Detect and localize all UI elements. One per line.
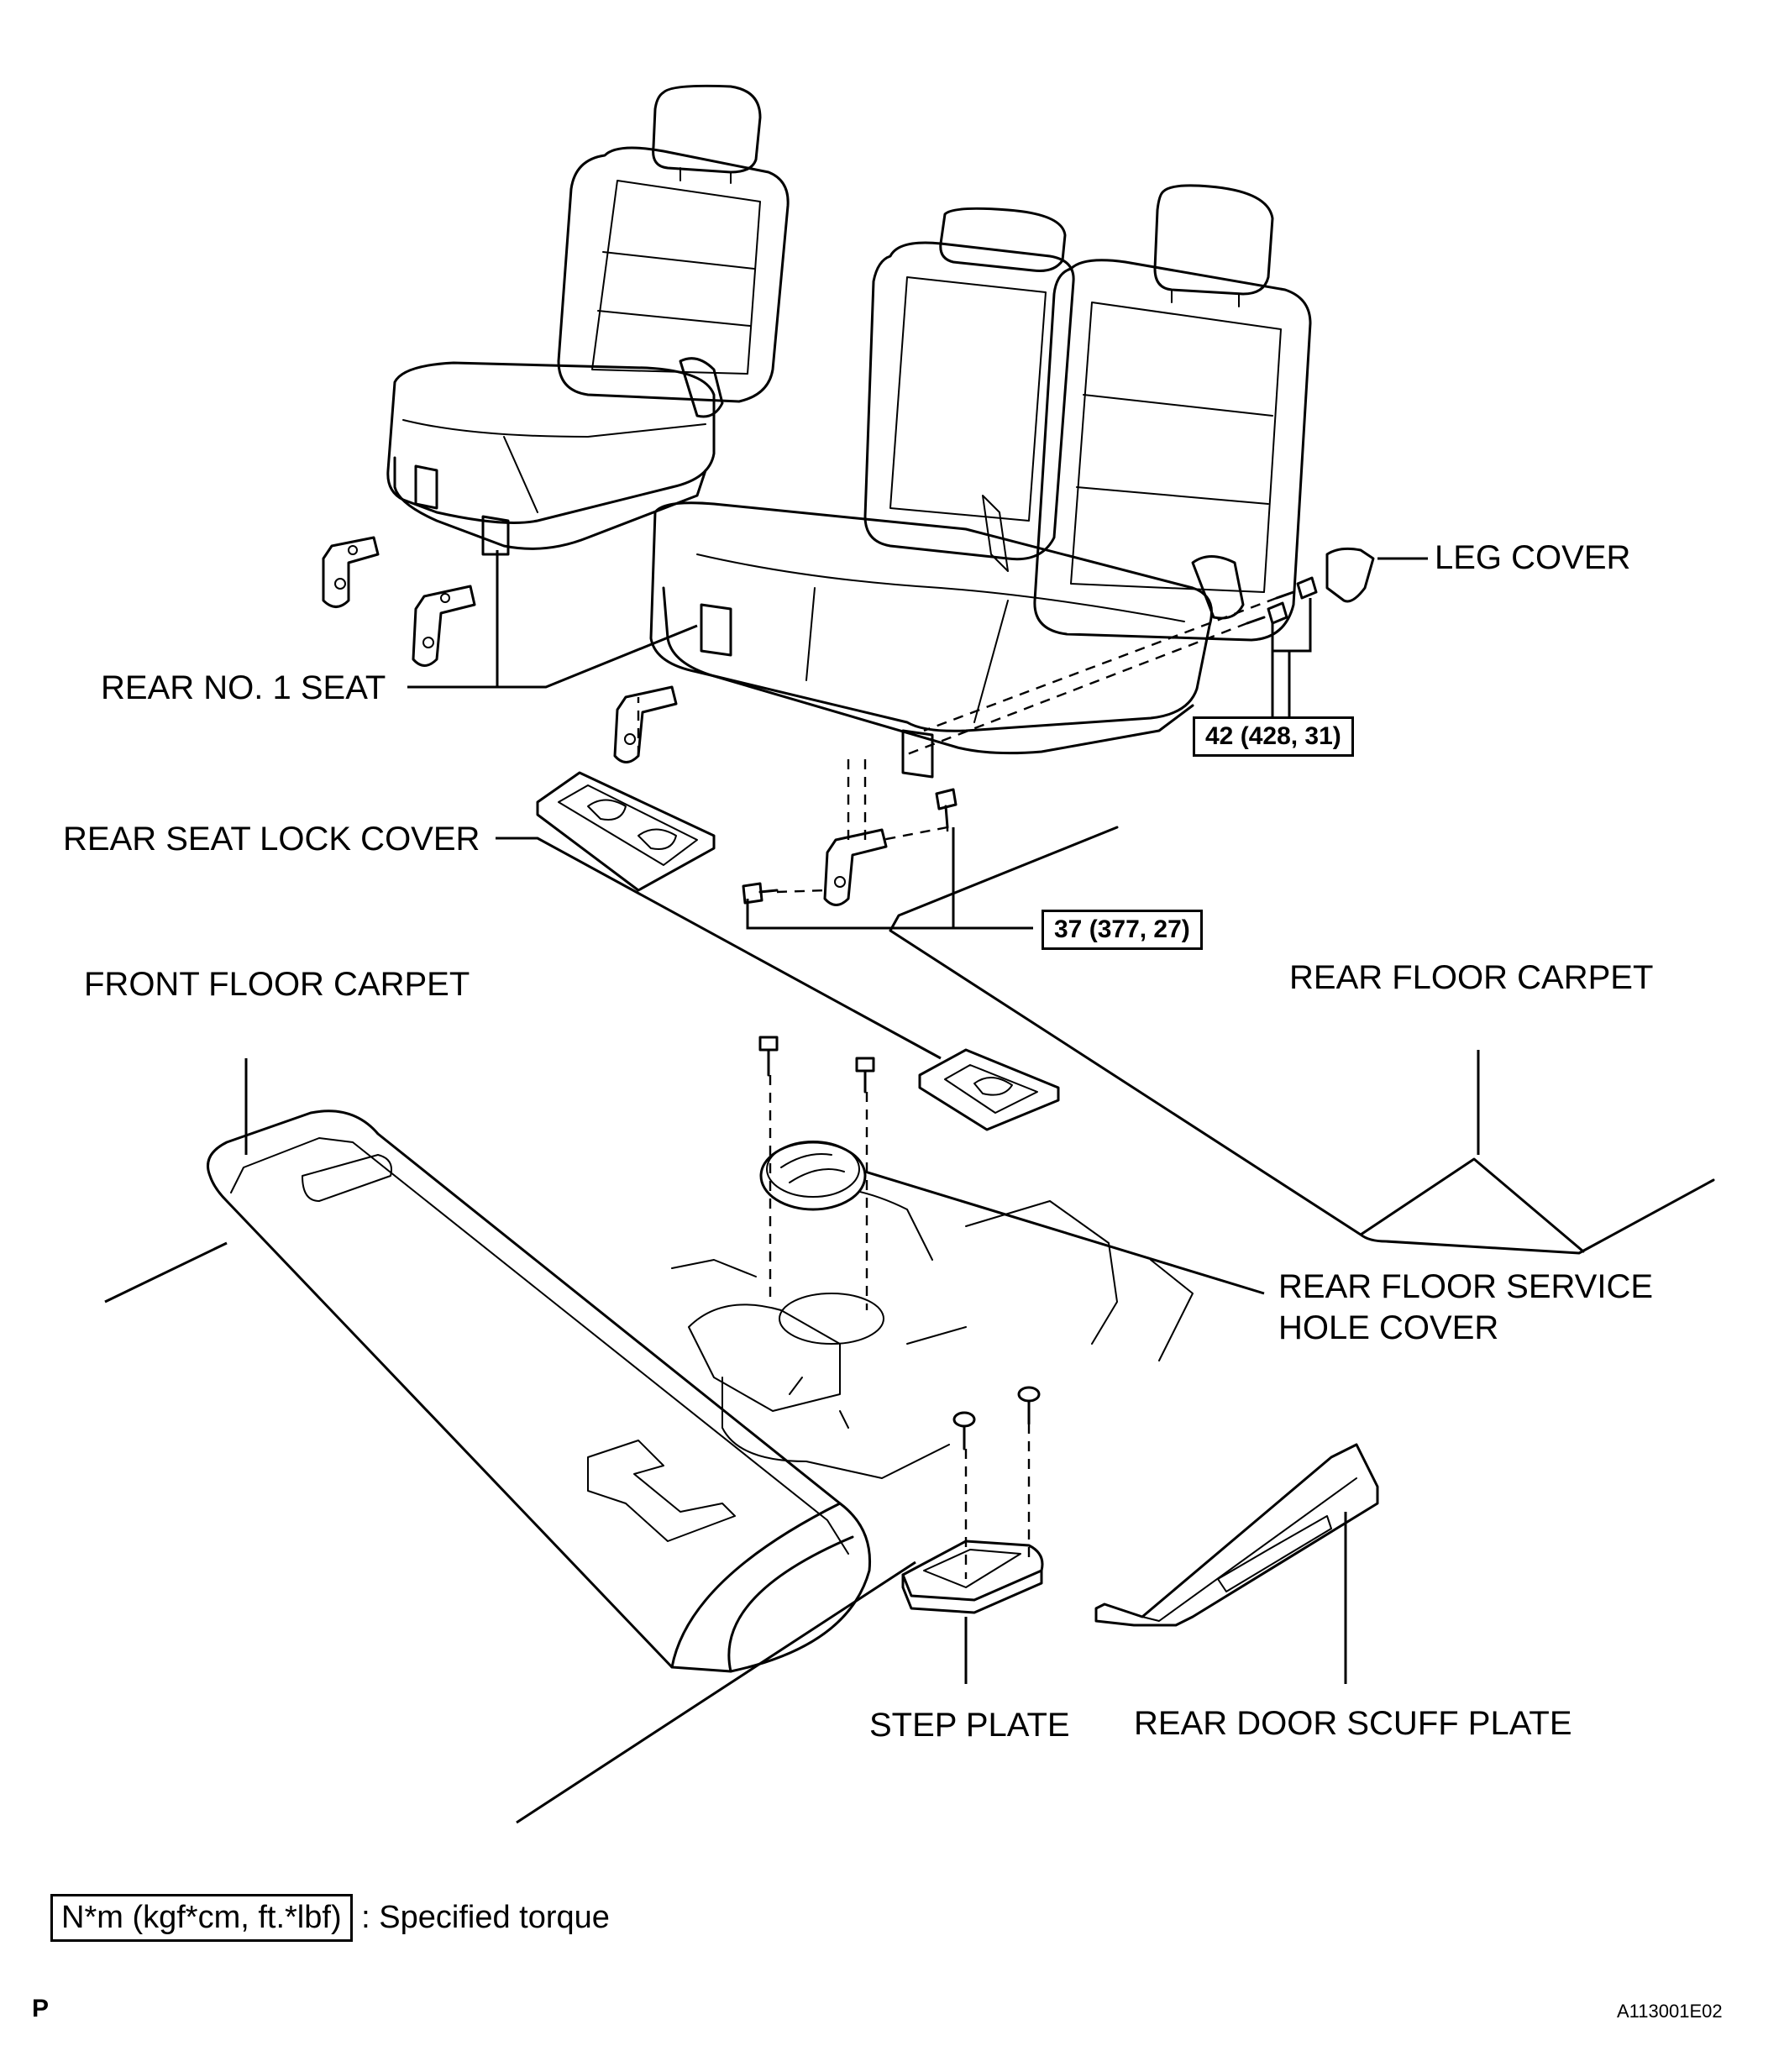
figure-id: A113001E02 — [1617, 2001, 1723, 2022]
step-plate-part — [901, 1386, 1044, 1614]
torque-box-bracket-bolt: 37 (377, 27) — [1042, 910, 1203, 950]
scuff-plate-part — [1094, 1443, 1379, 1627]
label-rear-no1-seat: REAR NO. 1 SEAT — [101, 669, 386, 706]
page-mark: P — [32, 1995, 50, 2022]
left-seat-drawing — [386, 84, 790, 556]
torque-box-seat-bolt: 42 (428, 31) — [1193, 716, 1354, 757]
service-cover-screws — [758, 1036, 875, 1310]
leg-cover-part — [1325, 547, 1375, 603]
front-floor-carpet-part — [207, 1109, 872, 1673]
legend-description: : Specified torque — [361, 1900, 610, 1935]
label-service-hole-cover-line1: REAR FLOOR SERVICE — [1278, 1268, 1654, 1305]
legend-unit-box: N*m (kgf*cm, ft.*lbf) — [50, 1894, 353, 1942]
leader-lines — [104, 550, 1480, 1824]
label-step-plate: STEP PLATE — [869, 1707, 1070, 1744]
label-rear-floor-carpet: REAR FLOOR CARPET — [1289, 959, 1654, 996]
label-service-hole-cover-line2: HOLE COVER — [1278, 1309, 1499, 1346]
floor-pan-sketch — [671, 1186, 1194, 1479]
label-rear-seat-lock-cover: REAR SEAT LOCK COVER — [63, 821, 480, 858]
torque-legend: N*m (kgf*cm, ft.*lbf) : Specified torque — [50, 1894, 610, 1942]
label-leg-cover: LEG COVER — [1435, 539, 1631, 576]
bench-seat-drawing — [649, 184, 1312, 779]
alignment-dashes — [637, 596, 1278, 894]
left-seat-brackets — [322, 536, 476, 667]
lock-cover-upper — [536, 771, 716, 892]
rear-floor-carpet-outline — [889, 826, 1715, 1255]
bench-brackets — [613, 576, 1318, 906]
service-hole-cover-part — [759, 1141, 867, 1211]
lock-cover-lower — [918, 1048, 1060, 1131]
label-front-floor-carpet: FRONT FLOOR CARPET — [84, 966, 470, 1003]
label-rear-door-scuff-plate: REAR DOOR SCUFF PLATE — [1134, 1705, 1572, 1742]
